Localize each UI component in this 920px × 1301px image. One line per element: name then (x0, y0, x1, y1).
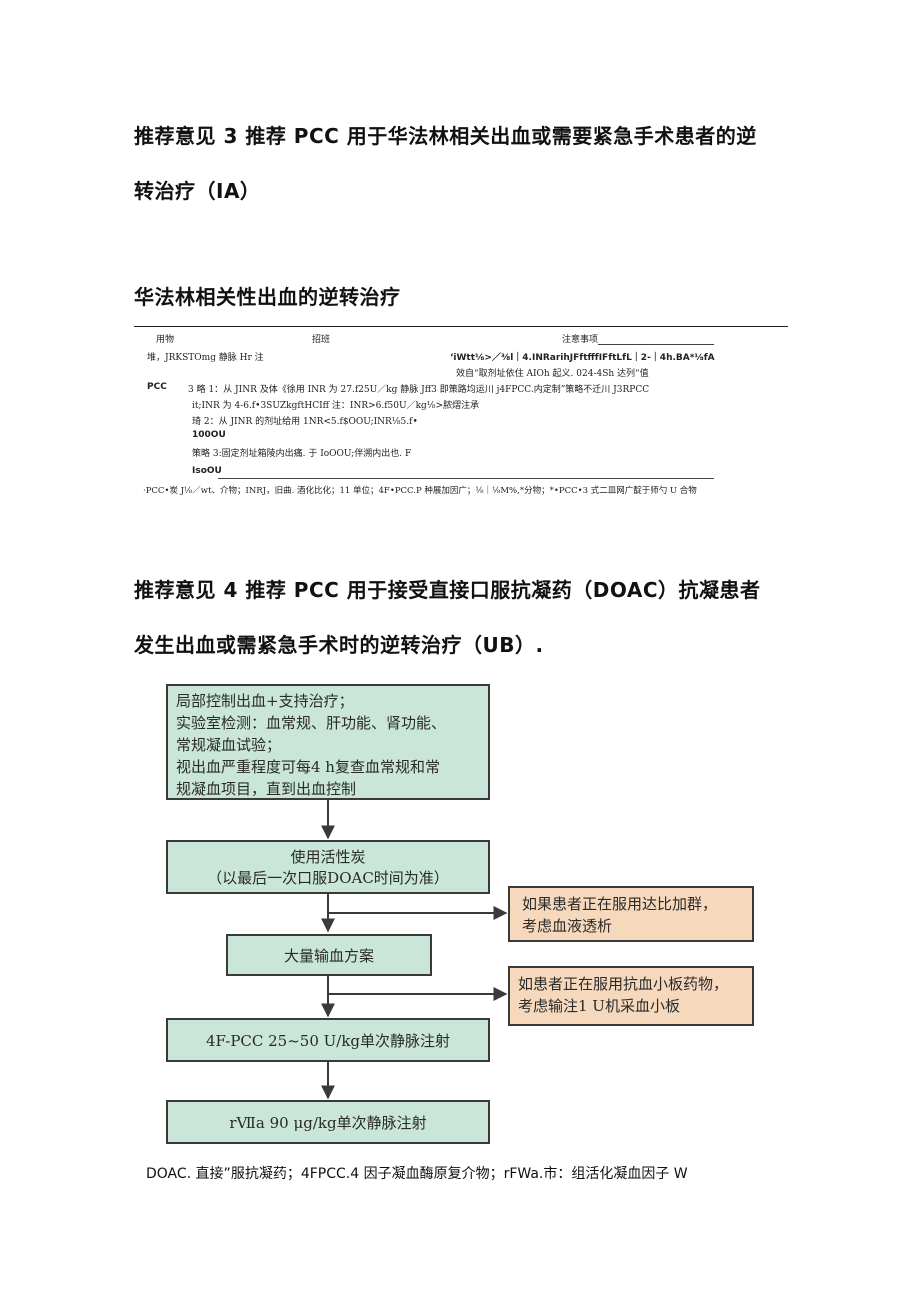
header-underline (598, 344, 714, 345)
table-header-col1: 用物 (156, 335, 175, 345)
box1-line4: 视出血严重程度可每4 h复查血常规和常 (176, 758, 440, 776)
box4-label: 4F-PCC 25~50 U/kg单次静脉注射 (205, 1031, 451, 1050)
side2-line2: 考虑输注1 U机采血小板 (518, 997, 680, 1015)
table-pcc-line5: 策略 3:固定剂址箱陵内出痛. 于 IoOOU;伴溯内出也. F (192, 449, 412, 459)
box1-line1: 局部控制出血+支持治疗； (176, 692, 354, 710)
rec3-heading-line2: 转治疗（IA） (134, 179, 261, 203)
table-row1-note2: 效自“取剂址依住 AIOh 起义. 024-4Sh 达列“值 (456, 369, 649, 379)
box2-line1: 使用活性炭 (290, 848, 366, 866)
flow-box-4f-pcc: 4F-PCC 25~50 U/kg单次静脉注射 (166, 1018, 490, 1062)
table-top-rule (134, 326, 788, 327)
rec4-heading-line2: 发生出血或需紧急手术时的逆转治疗（UB）. (134, 633, 544, 657)
flow-side-dabigatran: 如果患者正在服用达比加群， 考虑血液透析 (508, 886, 754, 942)
table-pcc-line4: 100OU (192, 430, 226, 440)
box1-line2: 实验室检测：血常规、肝功能、肾功能、 (176, 714, 447, 732)
table-row1-col1: 堆，JRKSTOmg 静脉 Hr 注 (147, 353, 264, 363)
side2-line1: 如患者正在服用抗血小板药物， (518, 975, 729, 993)
box2-line2: （以最后一次口服DOAC时间为准） (207, 869, 449, 887)
table-row1-note1: ‘iWtt⅛>／⅜l｜4.INRarihJFftfffIFftLfL｜2-｜4h… (450, 353, 715, 363)
table-footnote: ·PCC•炭 J⅛／wt、介物；INRJ，旧曲. 酒化比化；11 单位；4F•P… (143, 486, 697, 496)
table-header-col2: 招班 (312, 335, 331, 345)
box1-line5: 规凝血项目，直到出血控制 (176, 780, 357, 798)
section-title: 华法林相关性出血的逆转治疗 (134, 285, 401, 309)
box3-label: 大量输血方案 (283, 946, 374, 965)
flow-box-activated-charcoal: 使用活性炭 （以最后一次口服DOAC时间为准） (166, 840, 490, 894)
table-pcc-label: PCC (147, 382, 167, 392)
rec3-heading-line1: 推荐意见 3 推荐 PCC 用于华法林相关出血或需要紧急手术患者的逆 (134, 124, 757, 148)
box1-line3: 常规凝血试验； (176, 736, 282, 754)
table-header-col3: 注意事项 (562, 335, 599, 345)
flow-box-massive-transfusion: 大量输血方案 (226, 934, 432, 976)
box5-label: rⅦa 90 μg/kg单次静脉注射 (229, 1113, 427, 1132)
table-pcc-line1: 3 略 1：从 JINR 及体《徐用 INR 为 27.f25U／kg 静脉 J… (188, 385, 650, 395)
side1-line2: 考虑血液透析 (522, 917, 613, 935)
figure-caption: DOAC. 直接”服抗凝药；4FPCC.4 因子凝血酶原复介物；rFWa.市：组… (146, 1166, 688, 1182)
side1-line1: 如果患者正在服用达比加群， (522, 895, 718, 913)
flow-box-rviia: rⅦa 90 μg/kg单次静脉注射 (166, 1100, 490, 1144)
rec4-heading-line1: 推荐意见 4 推荐 PCC 用于接受直接口服抗凝药（DOAC）抗凝患者 (134, 578, 761, 602)
table-bottom-rule (218, 478, 714, 479)
flow-side-antiplatelet: 如患者正在服用抗血小板药物， 考虑输注1 U机采血小板 (508, 966, 754, 1026)
table-pcc-line2: it;INR 为 4-6.f•3SUZkgftHCIff 注：INR>6.f50… (192, 401, 480, 411)
table-pcc-line6: IsoOU (192, 466, 222, 476)
flow-box-initial-management: 局部控制出血+支持治疗； 实验室检测：血常规、肝功能、肾功能、 常规凝血试验； … (166, 684, 490, 800)
table-pcc-line3: 琦 2：从 JINR 的剂址给用 1NR<5.f$OOU;INR⅛5.f• (192, 417, 418, 427)
